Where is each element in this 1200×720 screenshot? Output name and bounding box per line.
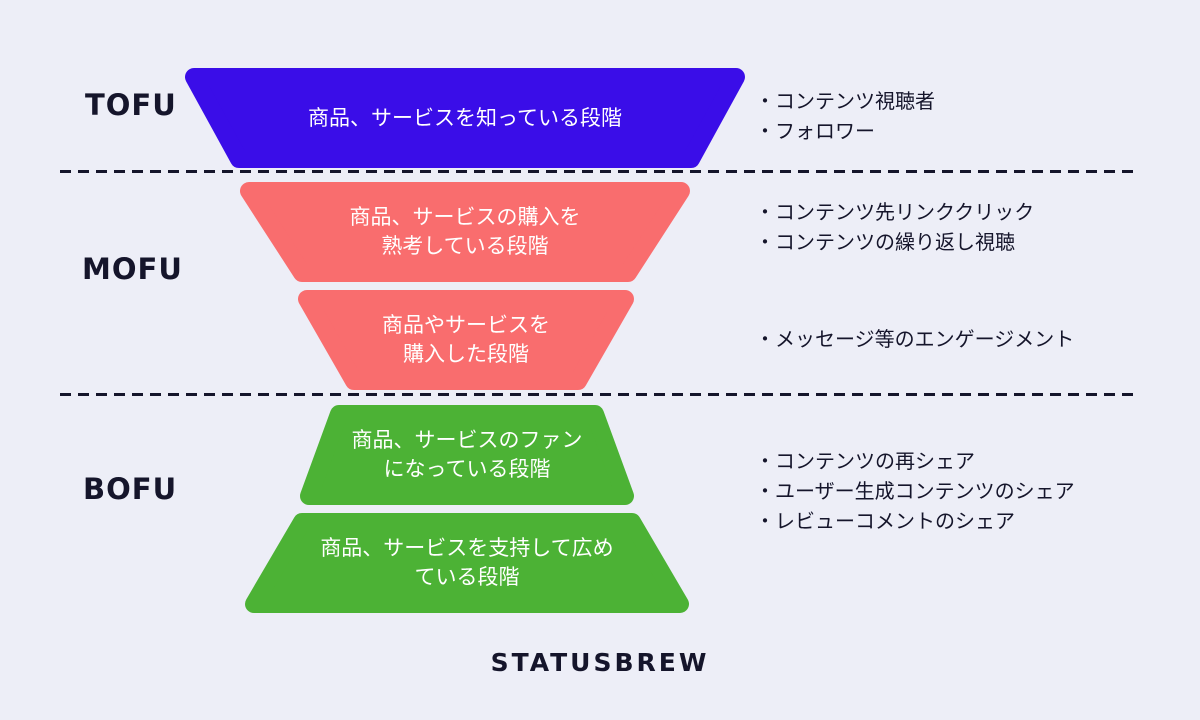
bullet-item: ・コンテンツの再シェア xyxy=(755,449,975,473)
funnel-stage-bofu-advocacy: 商品、サービスを支持して広め ている段階 xyxy=(245,513,689,613)
bullet-item: ・コンテンツ視聴者 xyxy=(755,89,935,113)
stage-text-mofu-purchase: 商品やサービスを 購入した段階 xyxy=(382,313,550,366)
mofu-bullet-list-1: ・コンテンツ先リンククリック ・コンテンツの繰り返し視聴 xyxy=(755,197,1034,257)
bullet-item: ・レビューコメントのシェア xyxy=(755,509,1015,533)
funnel-stage-mofu-consideration: 商品、サービスの購入を 熟考している段階 xyxy=(240,182,690,282)
section-label-mofu: MOFU xyxy=(82,252,183,286)
tofu-bullet-list: ・コンテンツ視聴者 ・フォロワー xyxy=(755,86,935,146)
funnel-stage-bofu-fan: 商品、サービスのファン になっている段階 xyxy=(300,405,634,505)
trapezoid-shape-bofu-2 xyxy=(245,513,689,613)
stage-text-bofu-fan: 商品、サービスのファン になっている段階 xyxy=(351,428,583,481)
bullet-item: ・コンテンツの繰り返し視聴 xyxy=(755,230,1015,254)
statusbrew-logo: STATUSBREW xyxy=(490,648,710,677)
divider-dashed-top xyxy=(60,170,1140,173)
bullet-item: ・ユーザー生成コンテンツのシェア xyxy=(755,479,1075,503)
trapezoid-shape-bofu-1 xyxy=(300,405,634,505)
section-label-bofu: BOFU xyxy=(83,472,178,506)
stage-text-mofu-consideration: 商品、サービスの購入を 熟考している段階 xyxy=(349,205,581,258)
section-label-tofu: TOFU xyxy=(85,88,177,122)
bullet-item: ・コンテンツ先リンククリック xyxy=(755,200,1035,224)
funnel-stage-tofu-awareness: 商品、サービスを知っている段階 xyxy=(185,68,745,168)
mofu-bullet-list-2: ・メッセージ等のエンゲージメント xyxy=(755,324,1074,354)
bofu-bullet-list: ・コンテンツの再シェア ・ユーザー生成コンテンツのシェア ・レビューコメントのシ… xyxy=(755,446,1075,536)
stage-text-tofu: 商品、サービスを知っている段階 xyxy=(308,105,622,130)
bullet-item: ・フォロワー xyxy=(755,119,875,143)
trapezoid-shape-tofu xyxy=(185,68,745,168)
trapezoid-shape-mofu-2 xyxy=(298,290,634,390)
funnel-stage-mofu-purchase: 商品やサービスを 購入した段階 xyxy=(298,290,634,390)
divider-dashed-bottom xyxy=(60,393,1140,396)
bullet-item: ・メッセージ等のエンゲージメント xyxy=(755,327,1075,351)
stage-text-bofu-advocacy: 商品、サービスを支持して広め ている段階 xyxy=(320,536,614,589)
trapezoid-shape-mofu-1 xyxy=(240,182,690,282)
